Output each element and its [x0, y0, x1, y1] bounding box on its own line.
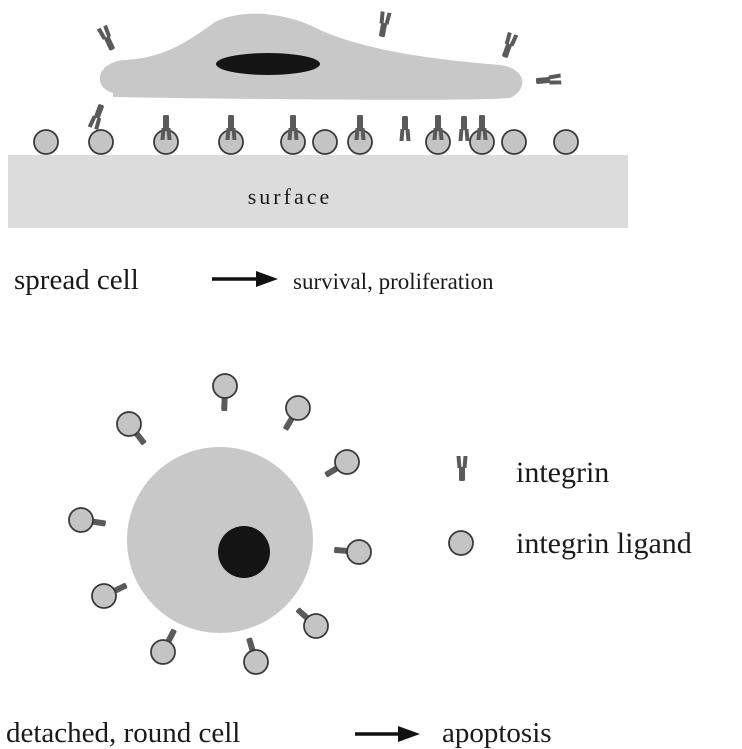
free-integrin — [97, 25, 118, 52]
surface-ligands — [34, 130, 578, 154]
unanchored-ligand — [213, 374, 237, 398]
free-integrin — [499, 32, 518, 59]
free-integrin — [459, 116, 470, 141]
surface-ligand — [34, 130, 58, 154]
surface-label: surface — [248, 184, 333, 209]
unanchored-ligand — [286, 396, 310, 420]
surface-ligand — [313, 130, 337, 154]
surface-ligand — [470, 130, 494, 154]
ligand-icon — [449, 531, 473, 555]
unanchored-ligand — [335, 450, 359, 474]
free-integrin — [536, 73, 562, 86]
unanchored-ligand — [304, 614, 328, 638]
spread-cell-body — [100, 14, 523, 100]
legend-integrin-label: integrin — [516, 456, 609, 489]
surface-ligand — [502, 130, 526, 154]
legend-ligand-label: integrin ligand — [516, 527, 692, 560]
unanchored-ligand — [347, 540, 371, 564]
spread-cell-outcome: survival, proliferation — [293, 269, 494, 294]
round-cell-nucleus — [218, 526, 270, 578]
surface-ligand — [219, 130, 243, 154]
spread-cell-panel: surface spread cell survival, proliferat… — [8, 11, 628, 296]
spread-cell-label: spread cell — [14, 264, 139, 296]
free-integrin — [88, 103, 107, 130]
unanchored-ligand — [244, 650, 268, 674]
free-integrin — [376, 11, 391, 38]
surface-ligand — [89, 130, 113, 154]
surface-ligand — [154, 130, 178, 154]
legend: integrin integrin ligand — [449, 456, 692, 560]
unanchored-ligand — [117, 412, 141, 436]
surface-ligand — [348, 130, 372, 154]
integrin-icon — [457, 456, 468, 481]
free-integrin — [400, 116, 411, 141]
round-arrow — [355, 726, 420, 742]
round-cell-label: detached, round cell — [6, 717, 240, 749]
unanchored-ligand — [151, 640, 175, 664]
surface-ligand — [281, 130, 305, 154]
spread-arrow — [212, 271, 278, 287]
round-cell-outcome: apoptosis — [442, 717, 552, 749]
unanchored-ligand — [69, 508, 93, 532]
surface-ligand — [426, 130, 450, 154]
surface-ligand — [554, 130, 578, 154]
round-cell-body — [127, 447, 313, 633]
round-cell-panel: detached, round cell apoptosis — [6, 374, 552, 749]
unanchored-ligand — [92, 584, 116, 608]
spread-cell-nucleus — [216, 53, 320, 75]
